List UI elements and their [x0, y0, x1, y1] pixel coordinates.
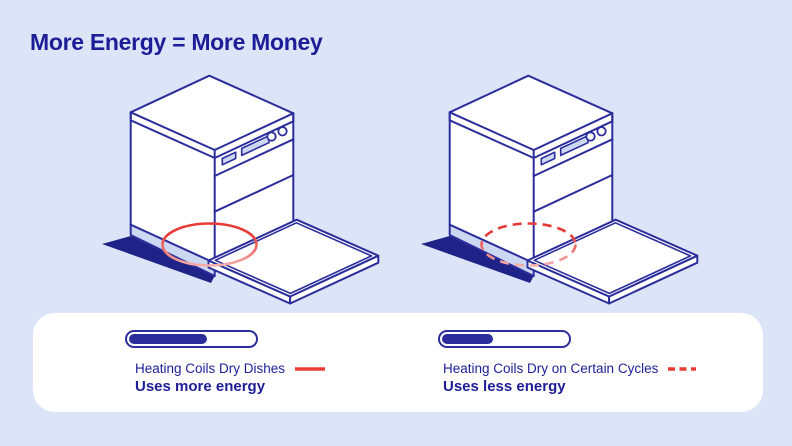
legend-column-less-energy: Heating Coils Dry on Certain Cycles Uses… [438, 330, 697, 395]
energy-bar-fill-right [442, 334, 494, 344]
energy-bar-track-left [125, 330, 258, 348]
solid-line-indicator-icon [295, 366, 326, 371]
legend-column-more-energy: Heating Coils Dry Dishes Uses more energ… [125, 330, 326, 395]
energy-bar-track-right [438, 330, 571, 348]
page-title: More Energy = More Money [30, 29, 323, 55]
legend-panel: Heating Coils Dry Dishes Uses more energ… [33, 313, 763, 412]
dashed-line-indicator-icon [668, 366, 697, 371]
legend-label-row-left: Heating Coils Dry Dishes [135, 361, 326, 376]
legend-sublabel-right: Uses less energy [443, 378, 566, 395]
legend-label-left: Heating Coils Dry Dishes [135, 361, 286, 376]
heating-coil-highlight-solid [161, 222, 258, 267]
dishwasher-illustration-less-energy [420, 74, 699, 305]
energy-bar-fill-left [129, 334, 207, 344]
heating-coil-highlight-dashed [480, 222, 577, 267]
legend-label-row-right: Heating Coils Dry on Certain Cycles [443, 361, 697, 376]
legend-sublabel-left: Uses more energy [135, 378, 266, 395]
legend-label-right: Heating Coils Dry on Certain Cycles [443, 361, 659, 376]
dishwasher-illustration-more-energy [101, 74, 380, 305]
